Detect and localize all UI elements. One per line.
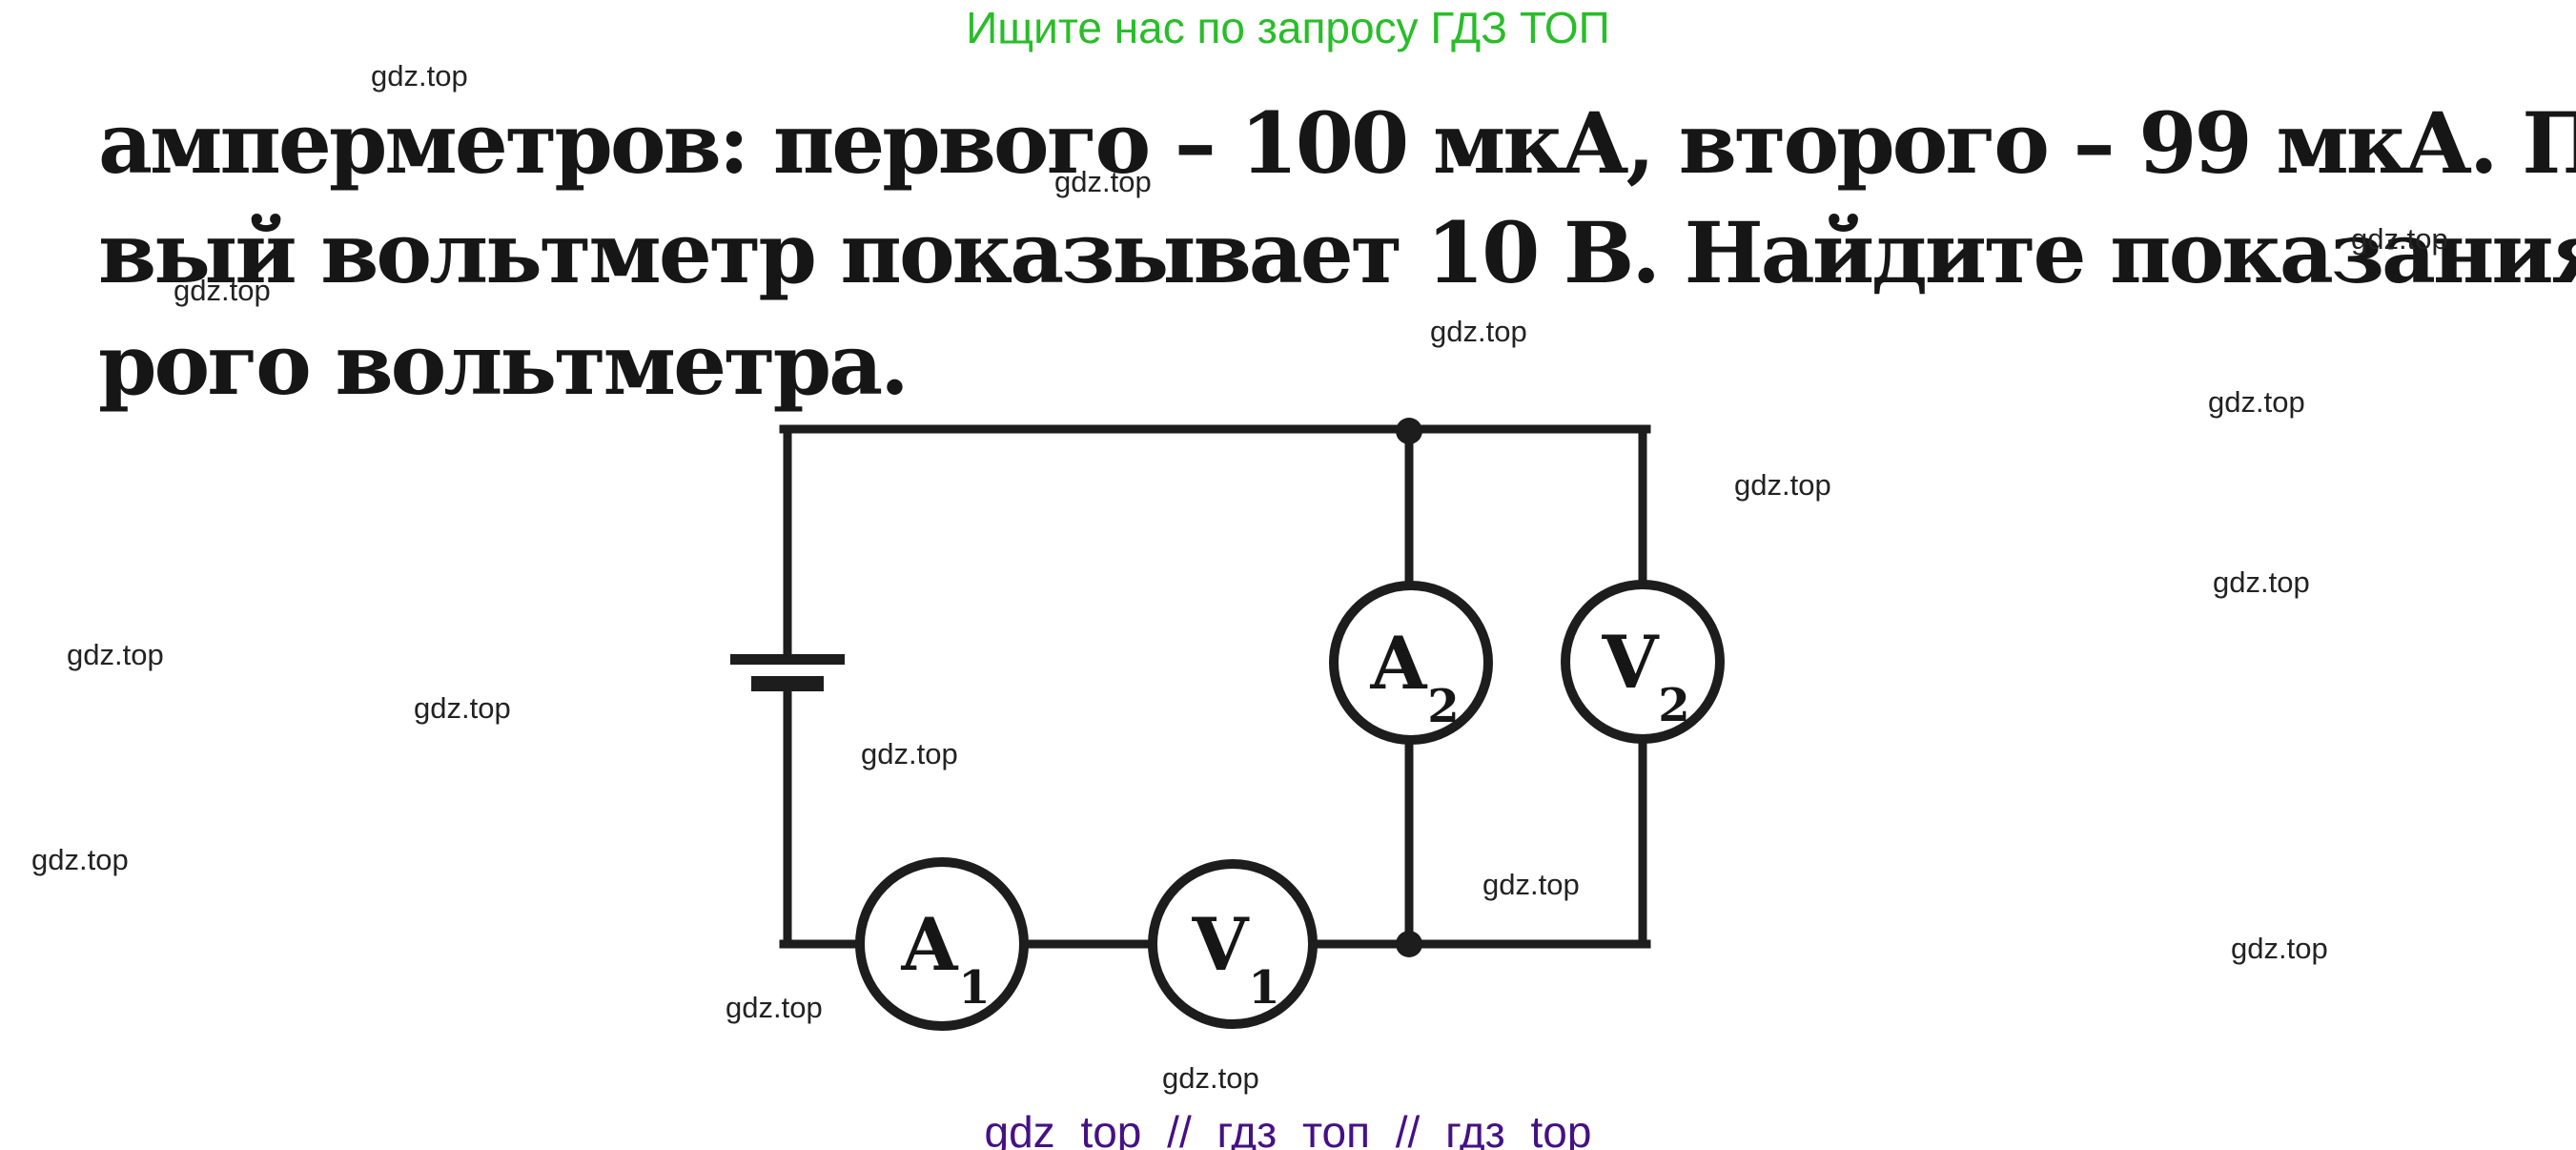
meter-sub-a1: 1	[958, 961, 990, 1015]
watermark: gdz.top	[2231, 932, 2328, 965]
meter-label-a2: A	[1370, 621, 1428, 706]
meter-circle-a1	[855, 857, 1029, 1031]
meter-sub-v2: 2	[1658, 679, 1689, 732]
watermark: gdz.top	[414, 691, 511, 725]
meter-label-a1: A	[901, 902, 959, 987]
meter-circle-a2	[1329, 581, 1493, 745]
watermark: gdz.top	[1054, 165, 1152, 198]
watermark: gdz.top	[726, 991, 823, 1024]
meter-circle-v1	[1148, 859, 1318, 1029]
problem-text-line-1: амперметров: первого – 100 мкА, второго …	[98, 93, 2576, 193]
battery-short-plate	[751, 676, 824, 691]
footer-text: gdz top // гдз топ // гдз top	[984, 1107, 1592, 1150]
watermark: gdz.top	[1734, 468, 1831, 502]
meter-circle-v2	[1561, 580, 1725, 744]
problem-text-line-3: рого вольтметра.	[98, 315, 910, 414]
promo-text: Ищите нас по запросу ГДЗ ТОП	[966, 3, 1610, 52]
watermark: gdz.top	[861, 737, 958, 770]
meter-sub-a2: 2	[1427, 680, 1459, 733]
watermark: gdz.top	[371, 59, 468, 92]
watermark: gdz.top	[174, 274, 271, 307]
junction-dot-top	[1396, 418, 1422, 444]
battery-long-plate	[730, 654, 845, 665]
watermark: gdz.top	[1162, 1061, 1259, 1095]
meter-sub-v1: 1	[1248, 961, 1279, 1015]
watermark: gdz.top	[1482, 868, 1580, 901]
meter-label-v1: V	[1192, 902, 1251, 987]
watermark: gdz.top	[31, 843, 129, 876]
watermark: gdz.top	[1430, 315, 1527, 348]
watermark: gdz.top	[67, 638, 164, 671]
meter-label-v2: V	[1602, 620, 1661, 705]
junction-dot-bottom	[1396, 931, 1422, 957]
watermark: gdz.top	[2213, 565, 2310, 599]
watermark: gdz.top	[2351, 222, 2448, 256]
watermark: gdz.top	[2208, 385, 2305, 419]
problem-text-line-2: вый вольтметр показывает 10 В. Найдите п…	[98, 203, 2576, 302]
